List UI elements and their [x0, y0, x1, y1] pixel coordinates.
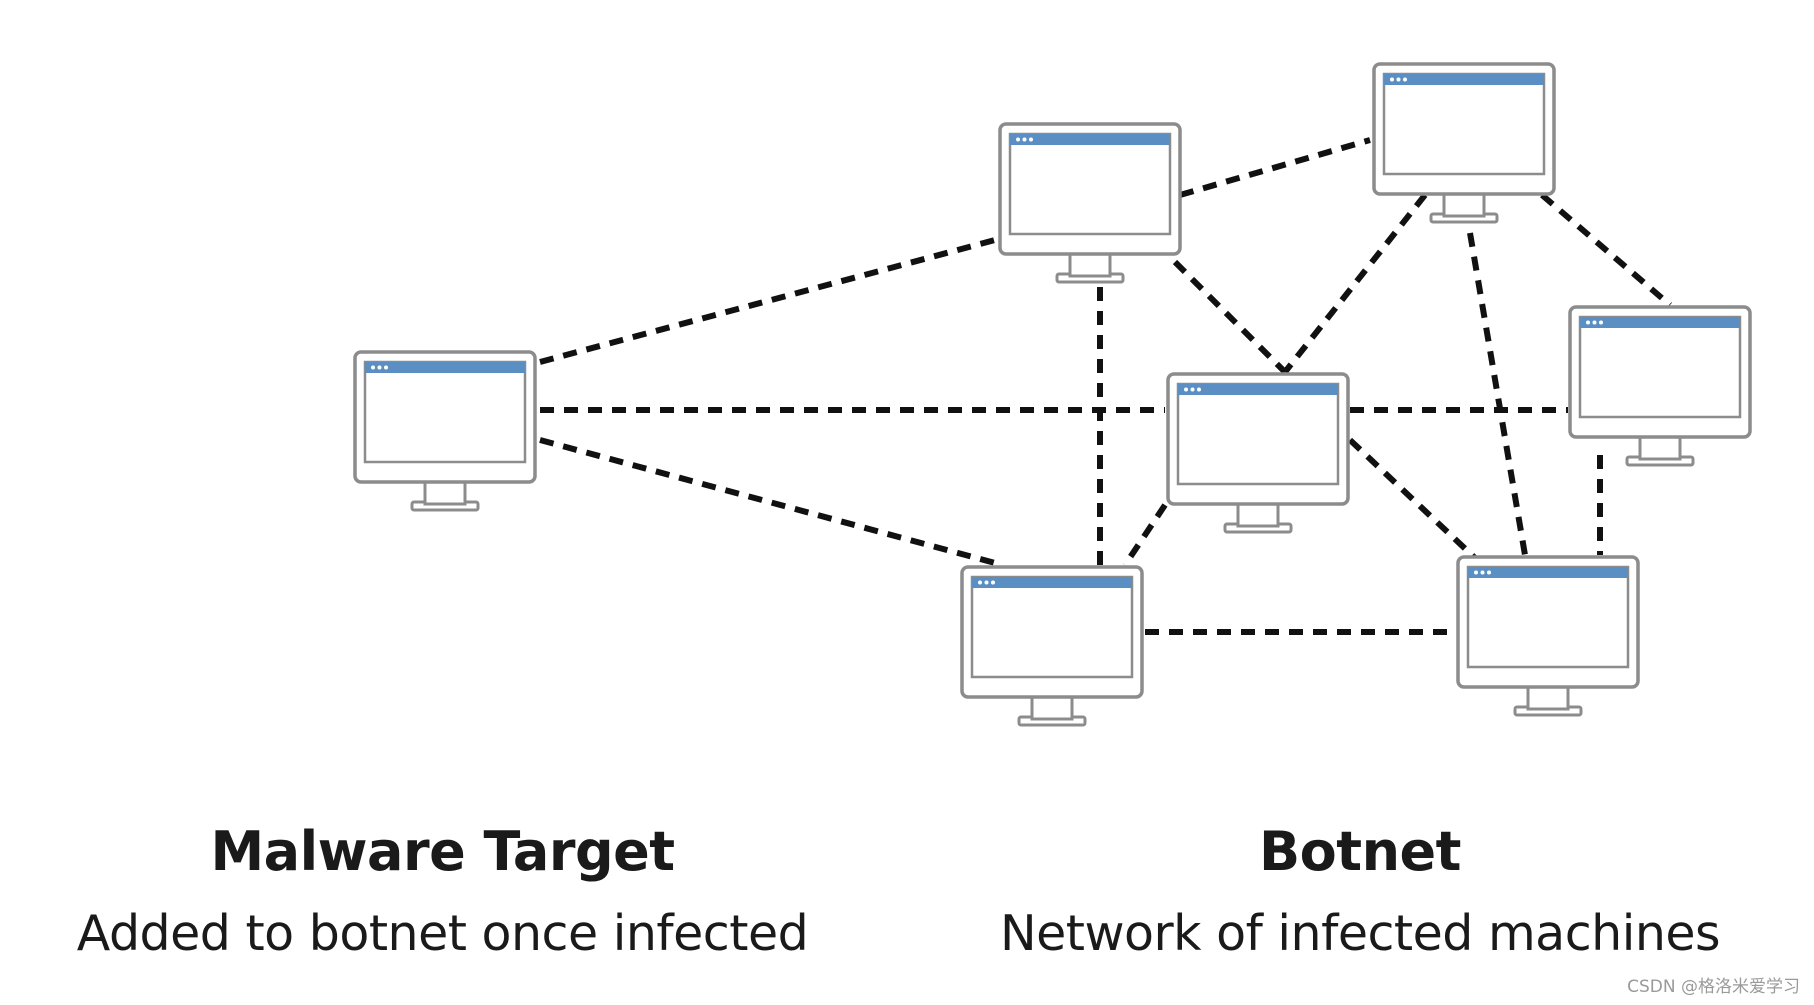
computer-far-right-icon — [1568, 305, 1752, 467]
window-title-bar — [1178, 384, 1338, 395]
computer-bottom-center-icon — [960, 565, 1144, 727]
monitor-screen — [970, 575, 1134, 679]
window-dot-icon — [371, 365, 375, 370]
window-dot-icon — [978, 580, 982, 585]
connection-lines — [539, 137, 1672, 635]
window-title-bar — [365, 362, 525, 373]
window-dot-icon — [984, 580, 989, 585]
watermark: CSDN @格洛米爱学习 — [1627, 977, 1800, 997]
window-dot-icon — [1190, 387, 1195, 392]
computer-top-center-icon — [998, 122, 1182, 284]
monitor-stand — [1638, 435, 1682, 461]
window-title-bar — [972, 577, 1132, 588]
monitor-screen — [1176, 382, 1340, 486]
window-dot-icon — [1592, 320, 1597, 325]
computer-center-icon — [1166, 372, 1350, 534]
malware-target-title: Malware Target — [210, 820, 675, 883]
monitor-stand — [1236, 502, 1280, 528]
window-dot-icon — [1016, 137, 1020, 142]
window-dot-icon — [991, 580, 995, 585]
connection-line-top-center-top-right — [1179, 137, 1371, 198]
monitor-screen — [363, 360, 527, 464]
connection-line-top-right-bottom-right — [1467, 232, 1528, 556]
window-dot-icon — [1403, 77, 1407, 82]
window-dot-icon — [1586, 320, 1590, 325]
window-dot-icon — [384, 365, 388, 370]
window-dot-icon — [1487, 570, 1491, 575]
window-title-bar — [1468, 567, 1628, 578]
monitor-screen — [1578, 315, 1742, 419]
monitor-screen — [1008, 132, 1172, 236]
monitor-stand — [423, 480, 467, 506]
monitor-stand — [1442, 192, 1486, 218]
window-title-bar — [1384, 74, 1544, 85]
malware-target-subtitle: Added to botnet once infected — [76, 905, 809, 962]
connection-line-target-bottom-center — [539, 437, 996, 566]
connection-line-top-right-far-right — [1540, 192, 1672, 308]
connection-line-top-center-center — [1172, 259, 1288, 375]
window-dot-icon — [1390, 77, 1394, 82]
window-dot-icon — [377, 365, 382, 370]
botnet-subtitle: Network of infected machines — [999, 905, 1721, 962]
window-dot-icon — [1396, 77, 1401, 82]
computer-top-right-icon — [1372, 62, 1556, 224]
computer-bottom-right-icon — [1456, 555, 1640, 717]
window-dot-icon — [1029, 137, 1033, 142]
window-title-bar — [1580, 317, 1740, 328]
computer-nodes — [353, 62, 1752, 727]
monitor-stand — [1068, 252, 1112, 278]
window-dot-icon — [1480, 570, 1485, 575]
connection-line-target-top-center — [539, 237, 996, 365]
computer-target-icon — [353, 350, 537, 512]
window-title-bar — [1010, 134, 1170, 145]
monitor-stand — [1526, 685, 1570, 711]
window-dot-icon — [1184, 387, 1188, 392]
window-dot-icon — [1022, 137, 1027, 142]
window-dot-icon — [1474, 570, 1478, 575]
botnet-title: Botnet — [1259, 820, 1461, 883]
connection-line-center-bottom-right — [1347, 437, 1478, 561]
monitor-stand — [1030, 695, 1074, 721]
connection-line-center-bottom-center — [1122, 503, 1168, 567]
window-dot-icon — [1599, 320, 1603, 325]
monitor-screen — [1382, 72, 1546, 176]
monitor-screen — [1466, 565, 1630, 669]
window-dot-icon — [1197, 387, 1201, 392]
connection-line-top-right-center — [1282, 193, 1428, 374]
